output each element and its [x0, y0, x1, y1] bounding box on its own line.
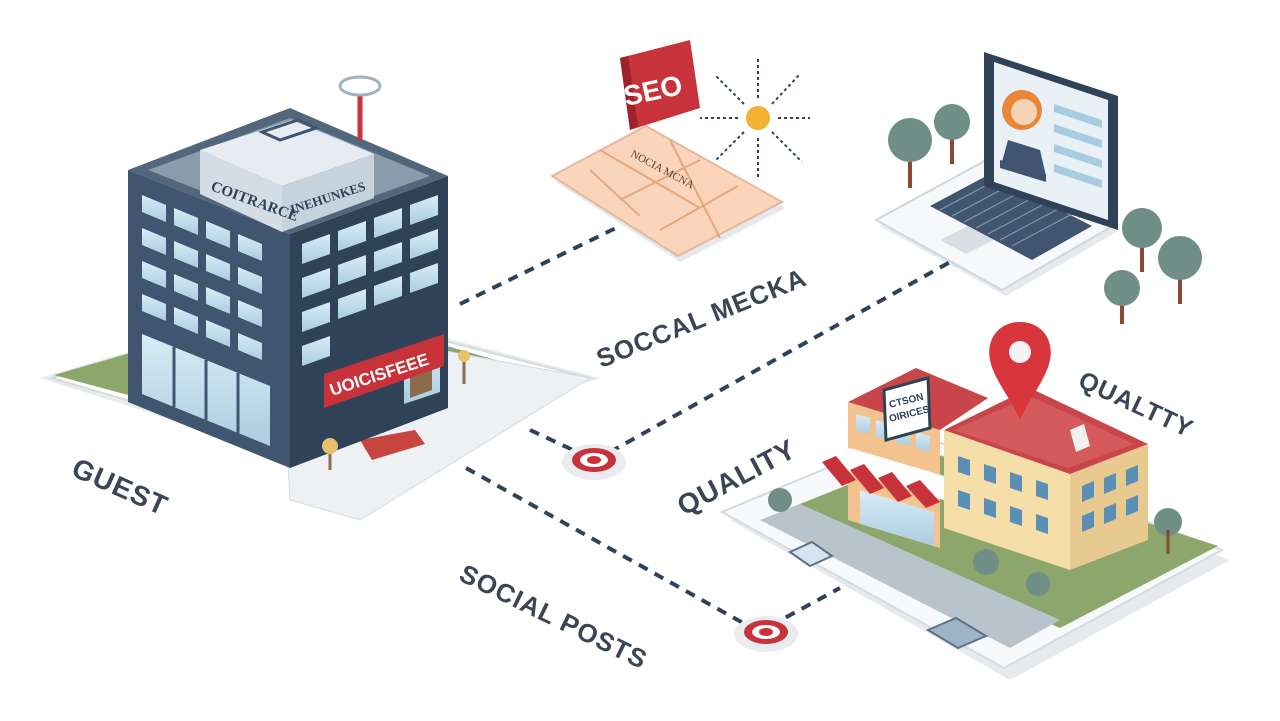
laptop: [873, 52, 1120, 296]
office-decor: [322, 350, 470, 470]
map-card: [550, 124, 786, 262]
sun-icon: [700, 58, 810, 178]
shop-building: [822, 368, 1148, 570]
target-icon: [734, 616, 798, 652]
shop-trees: [768, 488, 1182, 596]
office-building: [128, 75, 448, 468]
laptop-trees: [888, 104, 1202, 324]
seo-badge: [620, 40, 700, 130]
map-pin-icon: [989, 322, 1051, 420]
cars: [787, 540, 989, 650]
target-icon: [562, 444, 626, 480]
